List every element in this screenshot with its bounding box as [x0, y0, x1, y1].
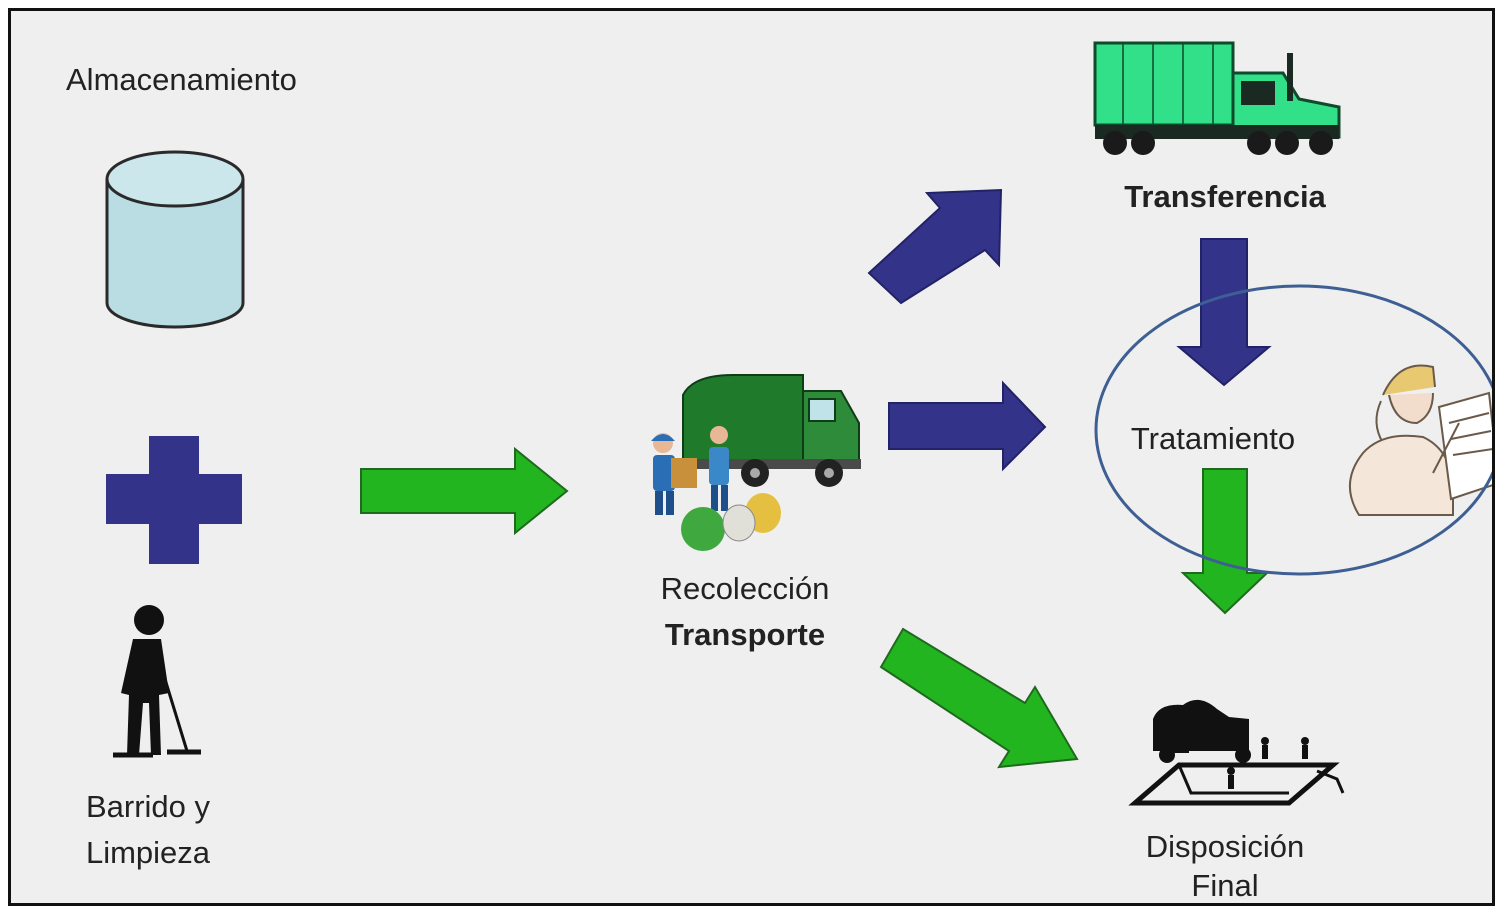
semi-truck-icon: [1093, 41, 1341, 155]
arrow-transfer-to-treatment: [1176, 238, 1272, 387]
arrow-to-transfer: [867, 188, 1003, 305]
treatment-highlight-ellipse: [1094, 284, 1492, 576]
collection-label-line2: Transporte: [664, 617, 826, 652]
engineer-icon: [1348, 364, 1492, 516]
arrow-to-disposal: [879, 627, 1079, 769]
sweeper-person-icon: [113, 605, 201, 758]
landfill-icon: [1128, 699, 1345, 806]
treatment-label: Tratamiento: [1130, 421, 1296, 456]
diagram-frame: Almacenamiento Barrido y Limpieza Recole…: [8, 8, 1495, 906]
waste-management-flow-diagram: [105, 41, 1492, 806]
arrow-to-treatment: [888, 380, 1047, 472]
sweeping-label-line1: Barrido y: [85, 789, 211, 824]
storage-label: Almacenamiento: [66, 62, 297, 97]
disposal-label-line1: Disposición: [1145, 829, 1305, 864]
sweeping-label-line2: Limpieza: [85, 835, 211, 870]
collection-label-line1: Recolección: [660, 571, 830, 606]
transfer-label: Transferencia: [1124, 179, 1326, 214]
storage-cylinder-icon: [105, 150, 245, 329]
arrow-treatment-to-disposal: [1180, 468, 1270, 615]
arrow-to-collection: [360, 446, 569, 536]
disposal-label-line2: Final: [1191, 868, 1259, 903]
garbage-truck-icon: [651, 374, 861, 551]
